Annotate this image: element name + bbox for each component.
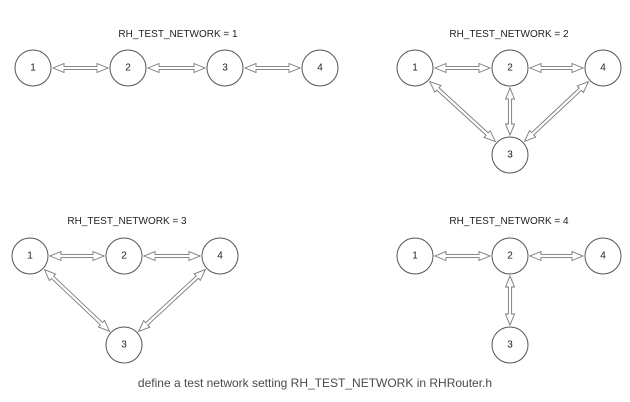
node-circle: [11, 237, 49, 275]
node-1: 1: [396, 49, 434, 87]
node-3: 3: [206, 49, 244, 87]
node-circle: [301, 49, 339, 87]
node-circle: [396, 237, 434, 275]
bidirectional-link-2-3: [146, 62, 207, 74]
bidirectional-link-1-3: [428, 80, 497, 143]
bidirectional-link-2-4: [528, 250, 585, 262]
bidirectional-link-2-3: [504, 86, 516, 137]
node-label: 3: [507, 150, 513, 161]
node-label: 3: [222, 63, 228, 74]
bidirectional-link-1-2: [433, 250, 492, 262]
node-4: 4: [584, 49, 622, 87]
bidirectional-link-1-2: [51, 62, 110, 74]
diagram-title-network-1: RH_TEST_NETWORK = 1: [118, 29, 238, 40]
node-circle: [491, 326, 529, 364]
bidirectional-link-2-4: [142, 250, 202, 262]
node-label: 4: [317, 63, 323, 74]
node-circle: [584, 237, 622, 275]
node-1: 1: [396, 237, 434, 275]
node-label: 3: [121, 340, 127, 351]
network-diagram-3: 1 2 3 4: [11, 237, 239, 364]
node-label: 1: [412, 251, 418, 262]
node-label: 3: [507, 340, 513, 351]
node-label: 1: [412, 63, 418, 74]
node-1: 1: [14, 49, 52, 87]
node-4: 4: [584, 237, 622, 275]
network-diagram-4: 1 2 3 4: [396, 237, 622, 364]
bidirectional-link-4-3: [137, 268, 207, 333]
bidirectional-link-2-3: [504, 274, 516, 327]
network-diagram-2: 1 2 3 4: [396, 49, 622, 174]
node-circle: [396, 49, 434, 87]
node-3: 3: [491, 326, 529, 364]
node-label: 4: [217, 251, 223, 262]
node-circle: [491, 49, 529, 87]
node-circle: [491, 136, 529, 174]
bidirectional-link-1-3: [43, 268, 111, 333]
node-2: 2: [491, 237, 529, 275]
node-label: 2: [507, 251, 513, 262]
bidirectional-link-1-2: [433, 62, 492, 74]
node-circle: [105, 326, 143, 364]
bidirectional-link-2-4: [528, 62, 585, 74]
node-circle: [14, 49, 52, 87]
node-label: 1: [30, 63, 36, 74]
node-2: 2: [109, 49, 147, 87]
node-label: 4: [600, 251, 606, 262]
node-3: 3: [491, 136, 529, 174]
node-label: 2: [507, 63, 513, 74]
node-circle: [206, 49, 244, 87]
diagram-title-network-4: RH_TEST_NETWORK = 4: [449, 216, 569, 227]
diagram-title-network-3: RH_TEST_NETWORK = 3: [67, 216, 187, 227]
node-circle: [491, 237, 529, 275]
node-circle: [201, 237, 239, 275]
node-2: 2: [105, 237, 143, 275]
node-label: 4: [600, 63, 606, 74]
node-3: 3: [105, 326, 143, 364]
node-circle: [584, 49, 622, 87]
bidirectional-link-1-2: [48, 250, 106, 262]
node-4: 4: [201, 237, 239, 275]
node-2: 2: [491, 49, 529, 87]
network-diagram-1: 1 2 3 4: [14, 49, 339, 87]
diagram-title-network-2: RH_TEST_NETWORK = 2: [449, 29, 569, 40]
node-label: 1: [27, 251, 33, 262]
node-label: 2: [125, 63, 131, 74]
bidirectional-link-3-4: [243, 62, 302, 74]
node-4: 4: [301, 49, 339, 87]
node-label: 2: [121, 251, 127, 262]
node-circle: [105, 237, 143, 275]
node-circle: [109, 49, 147, 87]
figure-caption: define a test network setting RH_TEST_NE…: [138, 376, 492, 390]
node-1: 1: [11, 237, 49, 275]
bidirectional-link-4-3: [523, 80, 590, 143]
